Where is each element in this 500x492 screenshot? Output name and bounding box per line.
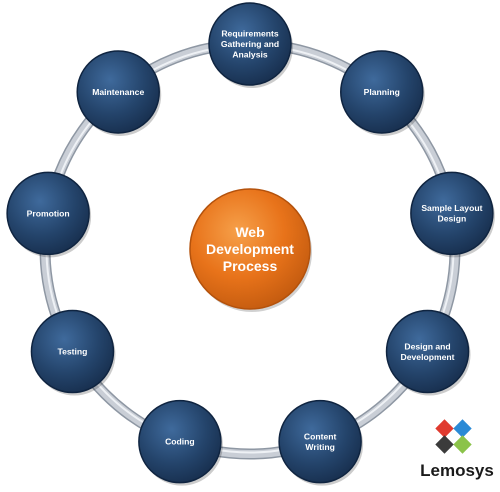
process-step-node: Planning (340, 50, 425, 136)
center-circle (189, 188, 311, 310)
step-node-circle (410, 171, 494, 256)
step-node-circle (340, 50, 424, 134)
step-label-line: Analysis (232, 50, 268, 60)
step-label-line: Content (304, 431, 337, 441)
center-title-line: Web (235, 224, 264, 240)
lemosys-logo-mark (435, 419, 472, 454)
step-node-circle (76, 50, 160, 134)
brand-name: Lemosys (420, 461, 494, 480)
process-step-node: Promotion (6, 171, 92, 258)
step-label-line: Gathering and (221, 39, 279, 49)
logo-tile-red (435, 419, 454, 438)
center-title-line: Process (223, 258, 278, 274)
step-label-line: Design and (404, 341, 450, 351)
logo-tile-dark (435, 435, 454, 454)
step-node-circle (208, 2, 292, 86)
process-step-node: Coding (138, 399, 223, 486)
logo-tile-green (453, 435, 472, 454)
step-node-circle (6, 171, 90, 256)
step-label-line: Writing (305, 442, 334, 452)
step-label-line: Requirements (221, 29, 279, 39)
step-label-line: Coding (165, 437, 195, 447)
center-title-line: Development (206, 241, 294, 257)
step-label-line: Promotion (27, 208, 70, 218)
step-node-circle (385, 309, 470, 394)
step-node-circle (30, 309, 115, 394)
step-label-line: Maintenance (92, 87, 144, 97)
step-label-line: Development (401, 352, 455, 362)
logo-tile-blue (453, 419, 472, 438)
step-label-line: Sample Layout (421, 203, 482, 213)
step-label-line: Planning (364, 87, 400, 97)
step-label-line: Testing (58, 347, 88, 357)
step-node-circle (138, 399, 222, 484)
process-step-node: Maintenance (76, 50, 162, 136)
step-node-circle (278, 399, 362, 484)
process-step-node: Testing (30, 309, 116, 396)
step-label-line: Design (438, 214, 467, 224)
